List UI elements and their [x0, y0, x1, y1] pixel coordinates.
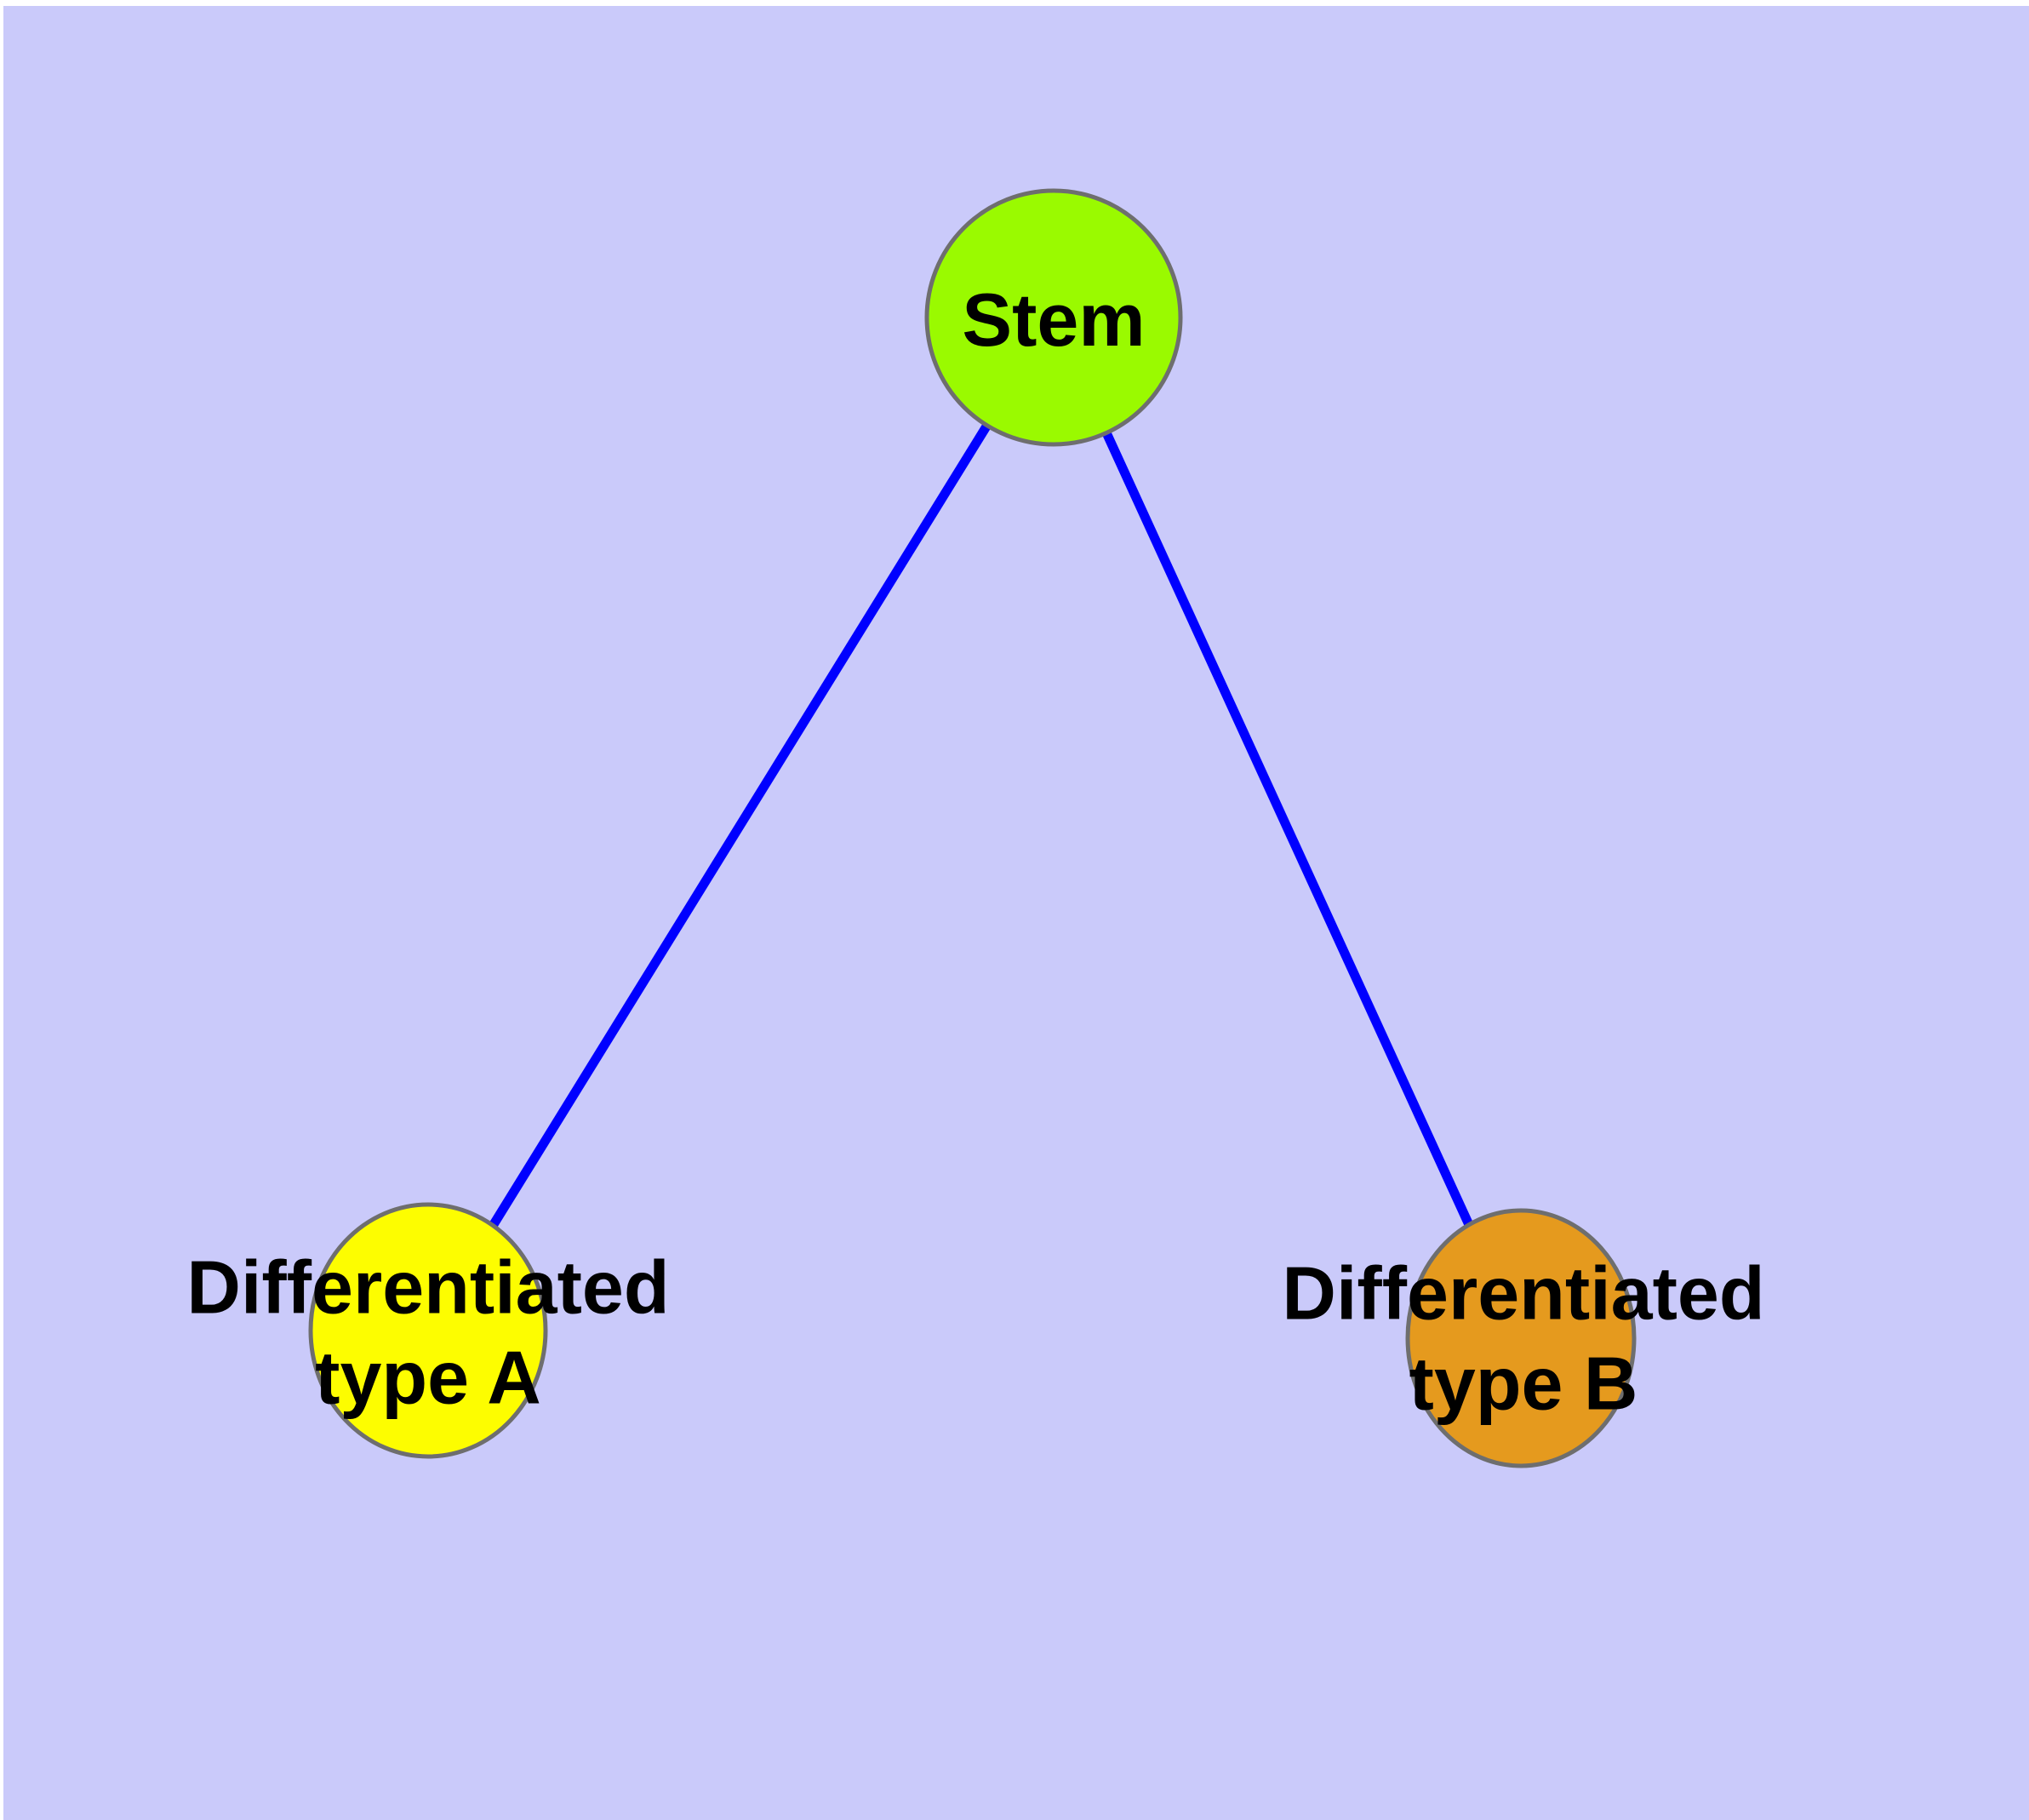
edge-stem-to-type-b — [1049, 315, 1526, 1341]
edge-stem-to-type-a — [424, 315, 1058, 1333]
differentiated-type-b-node — [1405, 1208, 1637, 1468]
differentiated-type-a-node — [308, 1202, 548, 1459]
stem-node — [924, 188, 1183, 447]
